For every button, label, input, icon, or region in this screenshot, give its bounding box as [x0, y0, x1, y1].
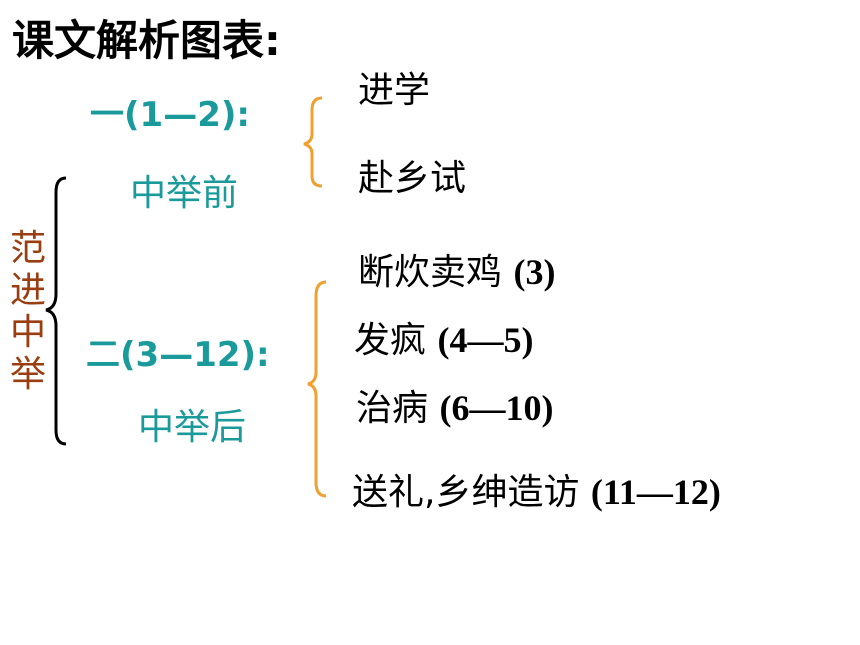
section2-subtitle: 中举后: [138, 407, 247, 448]
group2-item-4: 送礼,乡绅造访 (11—12): [352, 472, 721, 513]
section1-label: 一(1—2):: [90, 95, 250, 135]
group1-item-1: 进学: [358, 70, 431, 111]
section2-label: 二(3—12):: [86, 335, 270, 375]
group2-item-1: 断炊卖鸡 (3): [358, 252, 556, 293]
vertical-topic-label: 范进中举: [9, 228, 46, 395]
group2-item-3: 治病 (6—10): [356, 388, 554, 429]
group2-item-2: 发疯 (4—5): [354, 320, 534, 361]
section1-subtitle: 中举前: [130, 173, 239, 214]
group1-item-2: 赴乡试: [358, 158, 467, 199]
group2-brace-icon: [307, 280, 327, 498]
group1-brace-icon: [303, 96, 323, 188]
main-brace-icon: [45, 176, 67, 446]
page-title: 课文解析图表:: [12, 16, 281, 65]
